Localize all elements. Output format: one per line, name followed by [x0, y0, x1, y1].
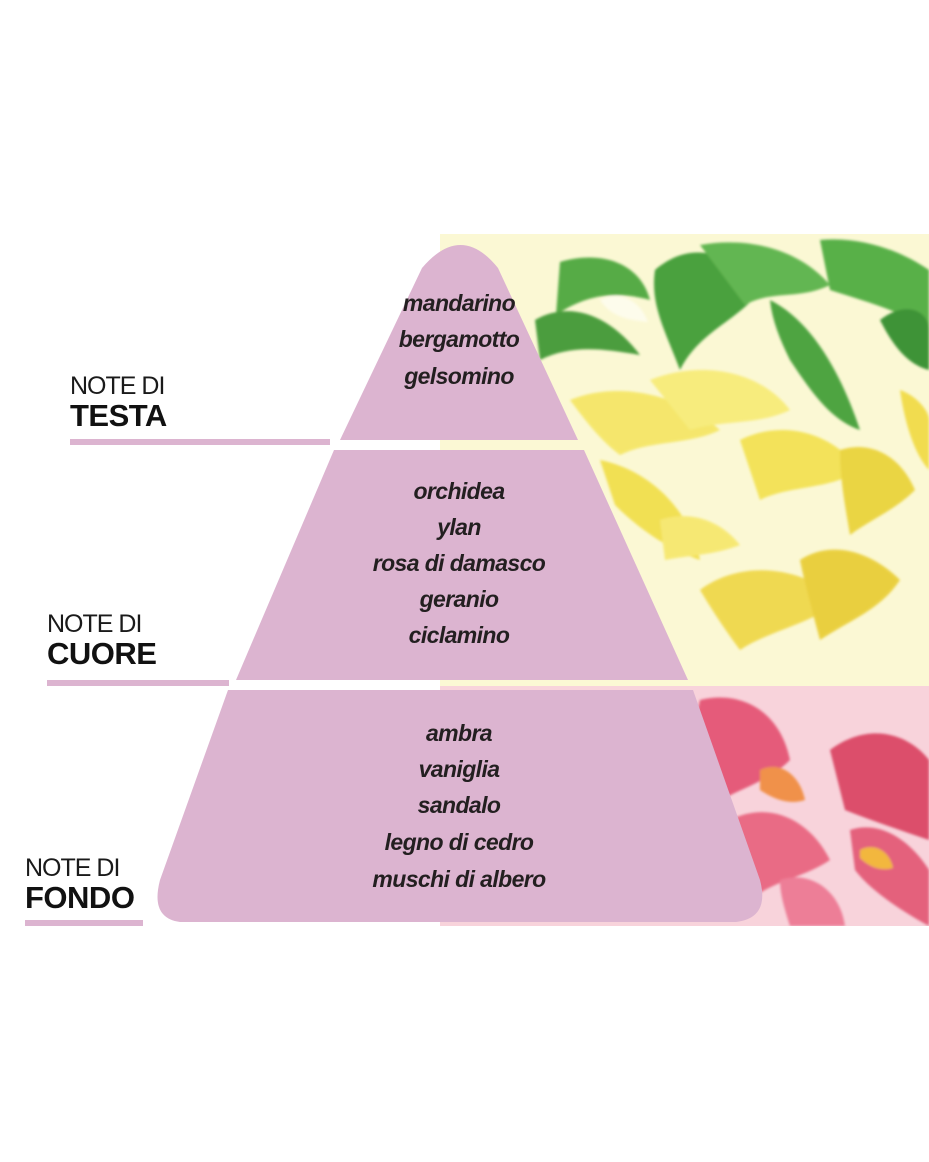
note-item: ambra	[426, 720, 493, 746]
label-note-di: NOTE DI	[47, 610, 141, 638]
pyramid-tier-middle	[236, 450, 688, 680]
note-item: muschi di albero	[372, 866, 546, 892]
note-item: orchidea	[413, 478, 505, 504]
pyramid-tier-bottom	[157, 690, 763, 922]
pyramid	[157, 245, 763, 922]
notes-list-cuore: orchidea ylan rosa di damasco geranio ci…	[373, 478, 547, 648]
note-item: legno di cedro	[385, 829, 534, 855]
note-item: gelsomino	[403, 363, 514, 389]
label-tier-name: CUORE	[47, 636, 156, 671]
label-note-di: NOTE DI	[70, 372, 164, 400]
label-underline	[70, 439, 330, 445]
label-cuore: NOTE DI CUORE	[47, 610, 229, 686]
note-item: vaniglia	[419, 756, 501, 782]
label-underline	[47, 680, 229, 686]
yellow-flowers-illustration	[570, 370, 929, 650]
label-testa: NOTE DI TESTA	[70, 372, 330, 445]
label-underline	[25, 920, 143, 926]
note-item: bergamotto	[399, 326, 520, 352]
note-item: geranio	[419, 586, 499, 612]
note-item: ylan	[436, 514, 481, 540]
green-leaves-illustration	[535, 239, 929, 430]
notes-list-testa: mandarino bergamotto gelsomino	[399, 290, 521, 389]
label-fondo: NOTE DI FONDO	[25, 854, 143, 926]
label-tier-name: TESTA	[70, 398, 167, 433]
note-item: ciclamino	[409, 622, 510, 648]
note-item: rosa di damasco	[373, 550, 546, 576]
label-note-di: NOTE DI	[25, 854, 119, 882]
pyramid-tier-top	[340, 245, 578, 440]
pink-flowers-illustration	[692, 697, 929, 926]
notes-list-fondo: ambra vaniglia sandalo legno di cedro mu…	[372, 720, 546, 892]
note-item: sandalo	[418, 792, 501, 818]
label-tier-name: FONDO	[25, 880, 134, 915]
note-item: mandarino	[403, 290, 516, 316]
